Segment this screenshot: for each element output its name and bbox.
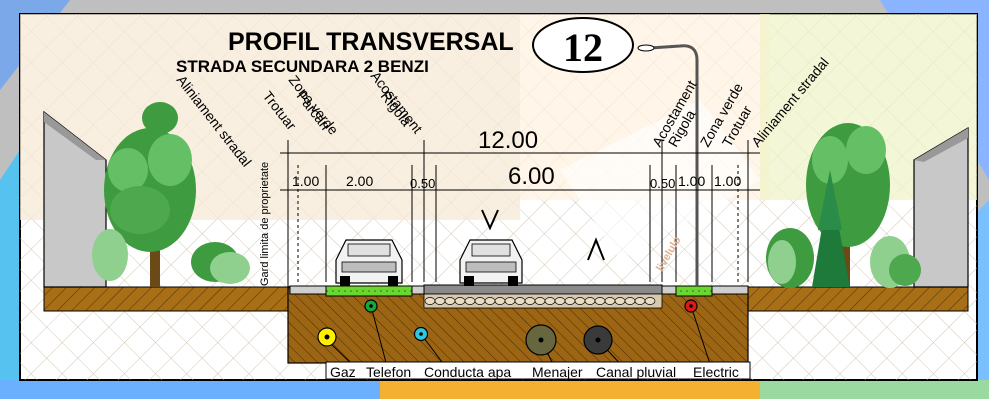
dim-right-2: 1.00	[678, 173, 705, 189]
utility-label-electric: Electric	[693, 364, 739, 380]
cobble	[614, 297, 626, 305]
cobble	[524, 297, 536, 305]
cobble	[554, 297, 566, 305]
utility-electric	[684, 299, 698, 313]
cobble	[634, 297, 646, 305]
utility-gaz	[317, 327, 337, 347]
utility-label-gaz: Gaz	[330, 364, 356, 380]
dim-left-1: 1.00	[292, 173, 319, 189]
cobble	[424, 297, 436, 305]
cobble	[494, 297, 506, 305]
utility-apa	[413, 326, 429, 342]
utility-labels: Gaz Telefon Conducta apa Menajer Canal p…	[325, 361, 751, 380]
car-driving	[459, 239, 523, 286]
fence-label: Gard limita de proprietate	[259, 162, 271, 286]
street-lamp	[637, 44, 699, 286]
cobble	[544, 297, 556, 305]
dim-total: 12.00	[478, 127, 538, 154]
utility-label-pluvial: Canal pluvial	[596, 364, 676, 380]
sidewalks	[289, 285, 749, 297]
trees-right	[766, 123, 921, 288]
cobble	[564, 297, 576, 305]
building-right	[913, 126, 969, 288]
cobble	[624, 297, 636, 305]
cobble	[484, 297, 496, 305]
cobble	[514, 297, 526, 305]
dim-right-1: 0.50	[650, 176, 675, 191]
building-left	[43, 110, 107, 288]
dim-left-2: 2.00	[346, 173, 373, 189]
utility-pluvial	[583, 325, 613, 355]
car-parked	[335, 239, 403, 286]
trees-left	[92, 102, 250, 287]
cobble	[454, 297, 466, 305]
fence-label-line1: Gard limita de proprietate	[259, 162, 271, 286]
cobble	[644, 297, 656, 305]
cobble	[444, 297, 456, 305]
cobble	[474, 297, 486, 305]
title-main: PROFIL TRANSVERSAL	[228, 28, 514, 56]
cobble	[504, 297, 516, 305]
utility-menajer	[525, 324, 557, 356]
lane-arrows	[481, 209, 605, 261]
cobble	[584, 297, 596, 305]
utility-label-apa: Conducta apa	[424, 364, 511, 380]
cobble	[464, 297, 476, 305]
cobble	[604, 297, 616, 305]
dimension-lines	[280, 140, 760, 282]
profile-number: 12	[563, 25, 603, 70]
drawing-frame	[19, 13, 978, 381]
utility-telefon	[364, 299, 378, 313]
utility-label-menajer: Menajer	[532, 364, 583, 380]
title-sub: STRADA SECUNDARA 2 BENZI	[176, 57, 429, 76]
cobble	[534, 297, 546, 305]
dim-right-3: 1.00	[714, 173, 741, 189]
profile-number-badge: 12	[532, 17, 634, 73]
cobble	[574, 297, 586, 305]
road-subbase	[424, 297, 656, 305]
dim-carriageway: 6.00	[508, 163, 555, 190]
cobble	[594, 297, 606, 305]
utility-label-telefon: Telefon	[366, 364, 411, 380]
cobble	[434, 297, 446, 305]
dim-left-3: 0.50	[410, 176, 435, 191]
